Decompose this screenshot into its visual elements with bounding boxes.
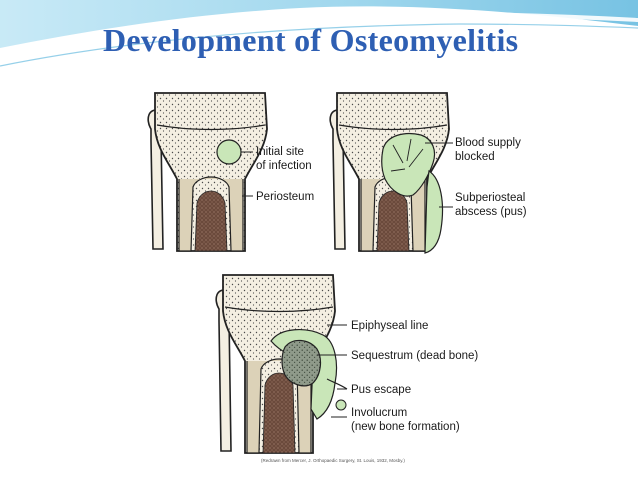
label-new-bone-formation: (new bone formation): [351, 421, 460, 433]
panel-blood-supply-blocked: [329, 92, 453, 254]
label-of-infection: of infection: [256, 160, 312, 172]
slide-title: Development of Osteomyelitis: [103, 22, 519, 58]
label-involucrum: Involucrum: [351, 407, 407, 419]
osteomyelitis-figure: Initial site of infection Periosteum Blo…: [141, 79, 531, 464]
label-pus-escape: Pus escape: [351, 384, 411, 396]
figure-credit: (Redrawn from Mercer, J. Orthopaedic Sur…: [261, 458, 405, 463]
panel-initial-infection: [147, 92, 268, 252]
label-abscess-pus: abscess (pus): [455, 206, 527, 218]
label-blood-supply: Blood supply: [455, 137, 521, 149]
label-subperiosteal: Subperiosteal: [455, 192, 525, 204]
label-initial-site: Initial site: [256, 146, 304, 158]
header-wave-banner: [0, 0, 638, 80]
label-periosteum: Periosteum: [256, 191, 314, 203]
panel-sequestrum-involucrum: [215, 274, 348, 454]
label-sequestrum: Sequestrum (dead bone): [351, 350, 478, 362]
label-blocked: blocked: [455, 151, 495, 163]
label-epiphyseal-line: Epiphyseal line: [351, 320, 428, 332]
